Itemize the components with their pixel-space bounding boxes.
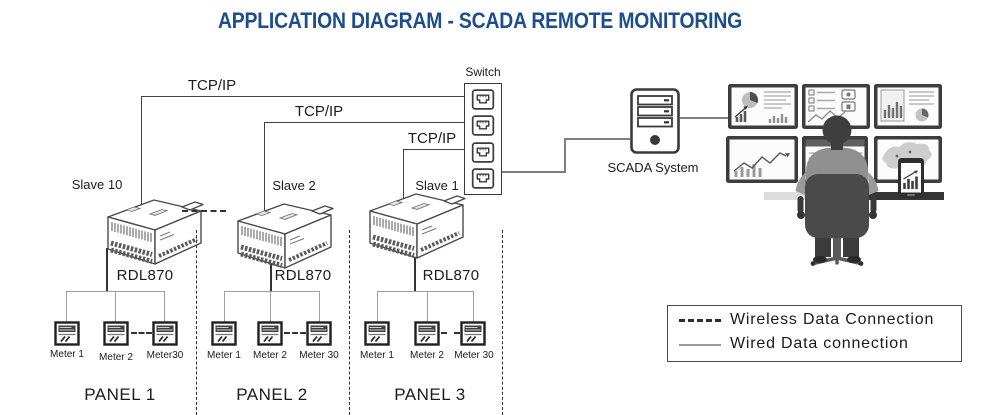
panel-separator [349,230,350,415]
wireless-line-sample [679,319,721,322]
rdl870-bus-drop-3 [414,244,416,292]
meter-icon [414,321,440,346]
meter-icon [257,321,283,346]
meter-icon [460,321,486,346]
wireless-link-meters [284,332,306,334]
tcpip-line-2 [264,122,464,123]
meter-drop [66,291,67,322]
monitoring-station-illustration [726,84,944,266]
meter-drop [427,291,428,322]
device-model-label: RDL870 [116,267,174,284]
ethernet-switch [464,83,502,195]
tcpip-label-3: TCP/IP [407,130,457,147]
meter-icon [306,321,332,346]
wired-line-sample [679,344,721,346]
rdl870-bus-drop-1 [106,248,108,292]
rdl870-device-icon [98,190,210,268]
meter-bus [224,291,320,292]
panel-separator [196,230,197,415]
wireless-link-meters [131,332,152,334]
page-title: APPLICATION DIAGRAM - SCADA REMOTE MONIT… [217,8,743,33]
meter-icon [54,321,80,346]
meter-icon [103,321,129,346]
meter-label: Meter 2 [253,350,287,361]
scada-system-label: SCADA System [607,160,699,175]
legend-wireless-label: Wireless Data Connection [730,311,935,328]
legend-box: Wireless Data Connection Wired Data conn… [667,305,962,362]
panel-label: PANEL 1 [84,385,156,404]
rdl870-bus-drop-2 [270,252,272,292]
scada-link-seg3 [564,138,630,140]
meter-label: Meter 1 [360,350,394,361]
meter-label: Meter 30 [299,350,339,361]
meter-drop [115,291,116,322]
meter-drop [224,291,225,322]
meter-label: Meter30 [146,350,184,361]
tcpip-label-2: TCP/IP [294,103,344,120]
meter-label: Meter 1 [207,350,241,361]
scada-link-seg2 [564,138,566,173]
rj45-port-icon [471,142,495,163]
tablet-icon [898,158,924,198]
meter-label: Meter 2 [99,352,133,363]
wireless-link-devices [182,210,226,212]
rj45-port-icon [471,115,495,136]
meter-icon [211,321,237,346]
scada-link-seg4 [680,117,736,119]
rj45-port-icon [471,89,495,110]
meter-label: Meter 1 [50,349,84,360]
tcpip-drop-2 [264,122,265,212]
tcpip-label-1: TCP/IP [187,77,237,94]
switch-label: Switch [465,65,501,79]
operator-person [795,115,879,266]
meter-drop [319,291,320,322]
scada-link-seg1 [501,171,565,173]
panel-separator [502,230,503,415]
slave-label: Slave 1 [415,178,459,193]
meter-drop [270,291,271,322]
meter-label: Meter 2 [410,350,444,361]
meter-bus [377,291,474,292]
meter-drop [164,291,165,322]
slave-label: Slave 2 [272,178,316,193]
device-model-label: RDL870 [422,267,480,284]
panel-label: PANEL 2 [236,385,308,404]
rdl870-device-icon [360,184,472,262]
meter-icon [364,321,390,346]
meter-label: Meter 30 [454,350,494,361]
tcpip-line-1 [141,96,464,97]
rj45-port-icon [471,168,495,189]
rdl870-device-icon [228,194,340,272]
tcpip-line-3 [403,149,464,150]
tcpip-drop-1 [141,96,142,208]
legend-wired-label: Wired Data connection [730,335,909,352]
meter-drop [377,291,378,322]
meter-drop [473,291,474,322]
panel-label: PANEL 3 [394,385,466,404]
wireless-link-meters [441,332,460,334]
tcpip-drop-3 [403,149,404,200]
device-model-label: RDL870 [274,267,332,284]
slave-label: Slave 10 [71,177,123,192]
meter-icon [152,321,178,346]
scada-tower-icon [630,88,680,154]
